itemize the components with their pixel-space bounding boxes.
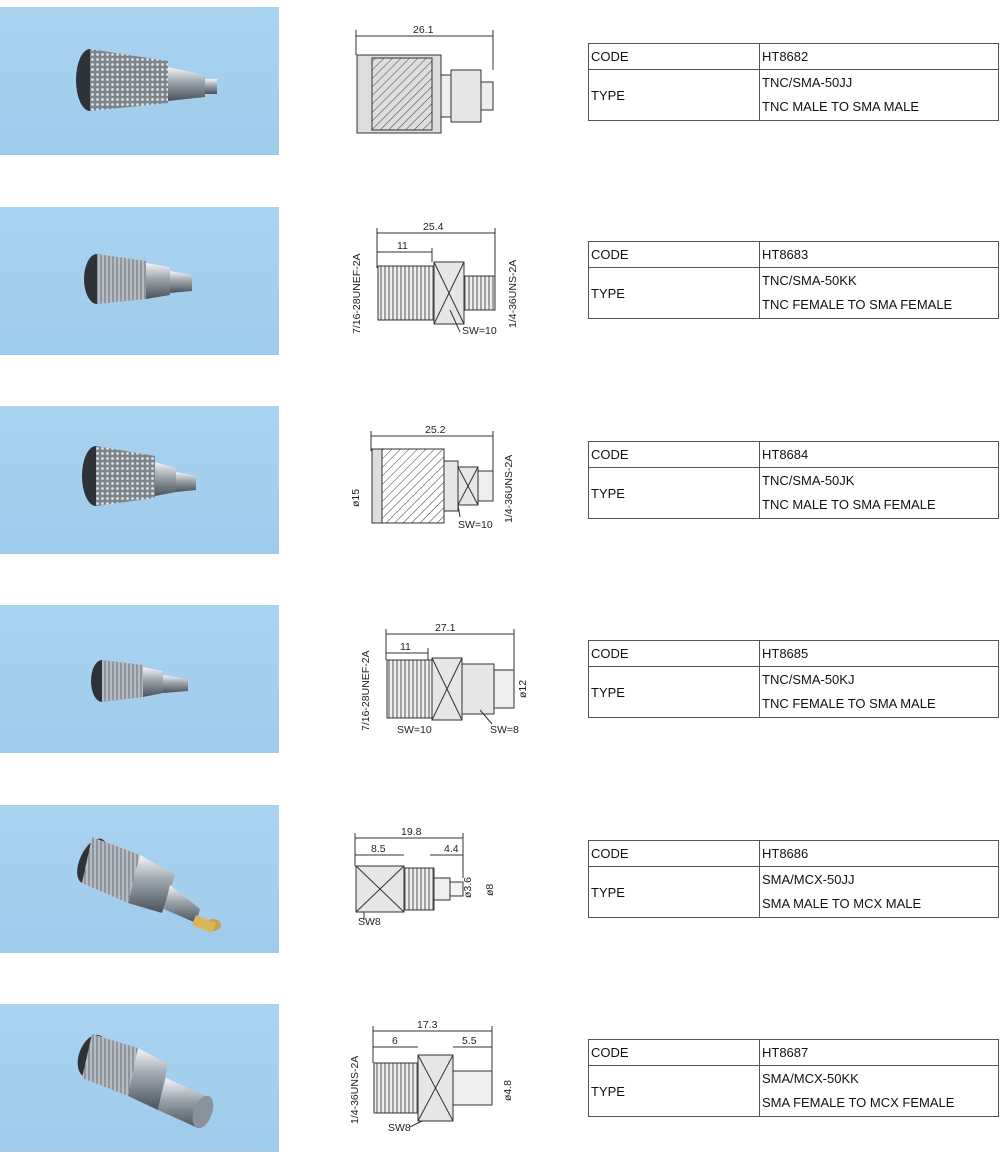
thread-left: 1/4-36UNS-2A (349, 1056, 361, 1124)
wrench-size: SW=10 (458, 519, 493, 531)
product-photo (0, 1004, 279, 1152)
thread-left: 7/16-28UNEF-2A (360, 650, 372, 731)
dimension-total: 26.1 (413, 24, 434, 36)
dimension-part: 6 (392, 1035, 398, 1047)
product-model: TNC/SMA-50JJ (762, 75, 853, 90)
wrench-size: SW8 (388, 1122, 411, 1134)
product-description: TNC FEMALE TO SMA FEMALE (762, 297, 953, 312)
thread-right: 1/4-36UNS-2A (503, 455, 515, 523)
product-description: TNC MALE TO SMA FEMALE (762, 497, 936, 512)
product-description: SMA FEMALE TO MCX FEMALE (762, 1095, 955, 1110)
product-row: 25.4 11 7/16-28UNEF-2A 1/4-36UNS-2A SW=1… (0, 200, 1000, 355)
product-model: TNC/SMA-50KK (762, 273, 857, 288)
wrench-size: SW=10 (397, 724, 432, 736)
product-description: TNC MALE TO SMA MALE (762, 99, 920, 114)
dimension-total: 25.2 (425, 424, 446, 436)
diameter: ø12 (517, 680, 529, 698)
type-label: TYPE (588, 866, 760, 918)
product-model: TNC/SMA-50JK (762, 473, 855, 488)
product-photo (0, 7, 279, 155)
product-photo (0, 805, 279, 953)
code-label: CODE (588, 640, 760, 667)
type-label: TYPE (588, 666, 760, 718)
wrench-size-2: SW=8 (490, 724, 519, 736)
dimension-total: 25.4 (423, 221, 444, 233)
dimension-part: 11 (397, 240, 408, 252)
code-label: CODE (588, 441, 760, 468)
dimension-drawing: 19.8 8.5 4.4 ø3.6 ø8 SW8 (340, 798, 540, 948)
type-label: TYPE (588, 69, 760, 121)
product-code: HT8683 (759, 241, 999, 268)
product-code: HT8682 (759, 43, 999, 70)
dimension-drawing: 17.3 6 5.5 1/4-36UNS-2A ø4.8 SW8 (340, 997, 540, 1147)
product-description: SMA MALE TO MCX MALE (762, 896, 922, 911)
product-model: SMA/MCX-50JJ (762, 872, 855, 887)
diameter: ø4.8 (502, 1080, 514, 1101)
type-label: TYPE (588, 1065, 760, 1117)
product-photo (0, 406, 279, 554)
diameter: ø15 (350, 489, 362, 507)
wrench-size: SW8 (358, 916, 381, 928)
product-code: HT8684 (759, 441, 999, 468)
dimension-drawing: 25.4 11 7/16-28UNEF-2A 1/4-36UNS-2A SW=1… (340, 200, 540, 350)
dimension-part: 8.5 (371, 843, 386, 855)
diameter-2: ø3.6 (462, 877, 474, 898)
code-label: CODE (588, 43, 760, 70)
type-label: TYPE (588, 267, 760, 319)
thread-left: 7/16-28UNEF-2A (351, 253, 363, 334)
dimension-total: 27.1 (435, 622, 456, 634)
code-label: CODE (588, 840, 760, 867)
dimension-drawing: 25.2 ø15 1/4-36UNS-2A SW=10 (340, 399, 540, 549)
dimension-part: 11 (400, 641, 411, 653)
product-row: 27.1 11 7/16-28UNEF-2A ø12 SW=10 SW=8 CO… (0, 598, 1000, 753)
product-description: TNC FEMALE TO SMA MALE (762, 696, 936, 711)
thread-right: 1/4-36UNS-2A (507, 260, 519, 328)
dimension-part-2: 4.4 (444, 843, 459, 855)
wrench-size: SW=10 (462, 325, 497, 337)
dimension-drawing: 26.1 (340, 0, 540, 150)
type-label: TYPE (588, 467, 760, 519)
product-photo (0, 605, 279, 753)
product-model: TNC/SMA-50KJ (762, 672, 855, 687)
dimension-drawing: 27.1 11 7/16-28UNEF-2A ø12 SW=10 SW=8 (340, 598, 540, 748)
product-code: HT8687 (759, 1039, 999, 1066)
diameter: ø8 (484, 884, 496, 896)
dimension-total: 19.8 (401, 826, 422, 838)
product-photo (0, 207, 279, 355)
product-code: HT8686 (759, 840, 999, 867)
code-label: CODE (588, 241, 760, 268)
product-model: SMA/MCX-50KK (762, 1071, 859, 1086)
code-label: CODE (588, 1039, 760, 1066)
dimension-part-2: 5.5 (462, 1035, 477, 1047)
dimension-total: 17.3 (417, 1019, 438, 1031)
product-code: HT8685 (759, 640, 999, 667)
